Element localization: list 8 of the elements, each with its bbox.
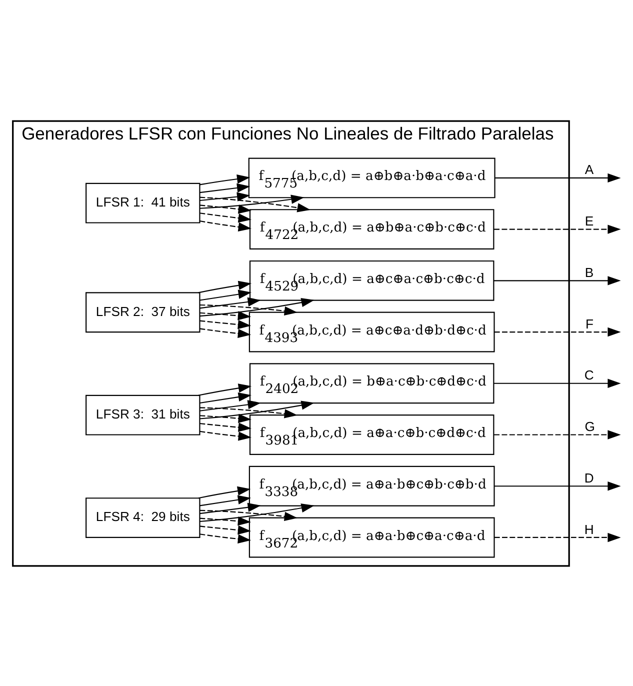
edge-label: D: [584, 470, 594, 485]
edge-label: H: [584, 521, 594, 536]
edge-label: G: [584, 418, 595, 434]
edge-label: B: [584, 264, 594, 280]
edge-label: F: [585, 316, 594, 331]
edge-label: C: [584, 367, 594, 382]
edge-label: A: [584, 162, 594, 177]
edge-label: E: [584, 213, 594, 228]
